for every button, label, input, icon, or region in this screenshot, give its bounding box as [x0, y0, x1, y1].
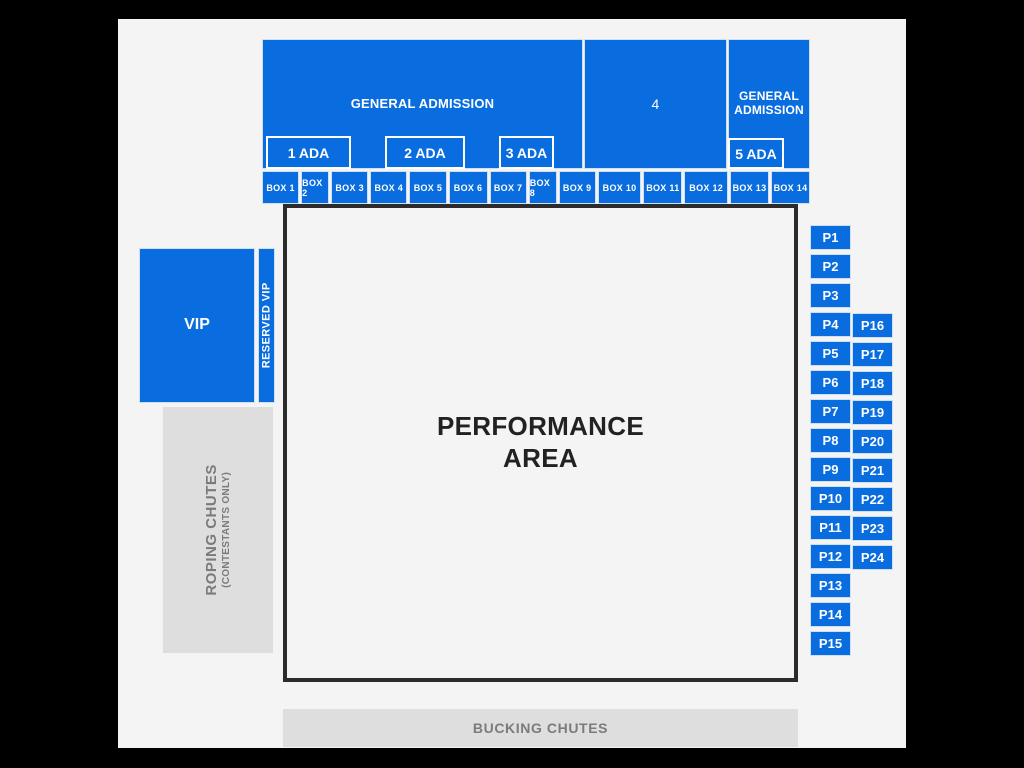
section-p20[interactable]: P20 [852, 429, 893, 454]
box-seat-label: BOX 10 [602, 182, 637, 193]
section-p7[interactable]: P7 [810, 399, 851, 424]
box-seat-label: BOX 13 [732, 182, 767, 193]
section-label: P3 [822, 288, 839, 303]
box-seat-2[interactable]: BOX 2 [301, 171, 330, 204]
section-p4[interactable]: P4 [810, 312, 851, 337]
section-label: P6 [822, 375, 839, 390]
section-label: P4 [822, 317, 839, 332]
section-p14[interactable]: P14 [810, 602, 851, 627]
section-label: P8 [822, 433, 839, 448]
box-seat-4[interactable]: BOX 4 [370, 171, 408, 204]
section-p2[interactable]: P2 [810, 254, 851, 279]
section-label: P23 [860, 521, 885, 536]
section-general-admission-right[interactable]: GENERAL ADMISSION [728, 39, 810, 169]
performance-area-label: PERFORMANCE AREA [437, 411, 644, 473]
performance-area: PERFORMANCE AREA [283, 204, 798, 682]
box-seat-11[interactable]: BOX 11 [643, 171, 683, 204]
box-seat-6[interactable]: BOX 6 [448, 171, 488, 204]
box-seat-label: BOX 12 [689, 182, 724, 193]
box-seat-label: BOX 11 [646, 182, 680, 193]
box-seat-label: BOX 8 [529, 177, 551, 198]
box-seat-10[interactable]: BOX 10 [597, 171, 642, 204]
section-p12[interactable]: P12 [810, 544, 851, 569]
box-seat-12[interactable]: BOX 12 [684, 171, 728, 204]
box-seat-8[interactable]: BOX 8 [528, 171, 557, 204]
section-5-ada[interactable]: 5 ADA [728, 138, 784, 169]
section-2-ada[interactable]: 2 ADA [385, 136, 465, 169]
roping-chutes: ROPING CHUTES (CONTESTANTS ONLY) [163, 407, 273, 653]
section-label: P22 [860, 492, 885, 507]
box-seat-label: BOX 6 [453, 182, 483, 193]
section-4[interactable]: 4 [584, 39, 727, 169]
box-seat-label: BOX 5 [413, 182, 443, 193]
section-p6[interactable]: P6 [810, 370, 851, 395]
section-p11[interactable]: P11 [810, 515, 851, 540]
section-p21[interactable]: P21 [852, 458, 893, 483]
section-p1[interactable]: P1 [810, 225, 851, 250]
section-label: P10 [818, 491, 843, 506]
section-label: P11 [819, 520, 842, 535]
section-label: P16 [860, 318, 885, 333]
section-label: P15 [818, 636, 843, 651]
reserved-vip-label: RESERVED VIP [260, 282, 273, 369]
section-p3[interactable]: P3 [810, 283, 851, 308]
top-stands-group: GENERAL ADMISSION 4 GENERAL ADMISSION 1 … [262, 39, 810, 169]
box-seat-7[interactable]: BOX 7 [489, 171, 527, 204]
section-p23[interactable]: P23 [852, 516, 893, 541]
section-reserved-vip[interactable]: RESERVED VIP [258, 248, 275, 403]
box-seat-label: BOX 14 [773, 182, 808, 193]
box-seat-9[interactable]: BOX 9 [558, 171, 596, 204]
box-seat-13[interactable]: BOX 13 [730, 171, 769, 204]
section-label: P24 [860, 550, 885, 565]
section-p15[interactable]: P15 [810, 631, 851, 656]
section-label: P20 [860, 434, 885, 449]
section-p17[interactable]: P17 [852, 342, 893, 367]
box-seat-1[interactable]: BOX 1 [262, 171, 300, 204]
section-label: P9 [822, 462, 839, 477]
section-label: P13 [818, 578, 843, 593]
box-seat-label: BOX 7 [493, 182, 523, 193]
section-label: P1 [822, 230, 839, 245]
box-seat-3[interactable]: BOX 3 [331, 171, 369, 204]
roping-chutes-sublabel: (CONTESTANTS ONLY) [221, 472, 233, 588]
section-p9[interactable]: P9 [810, 457, 851, 482]
venue-seating-map: GENERAL ADMISSION 4 GENERAL ADMISSION 1 … [118, 19, 906, 748]
section-p8[interactable]: P8 [810, 428, 851, 453]
box-seat-5[interactable]: BOX 5 [409, 171, 447, 204]
box-seat-label: BOX 4 [374, 182, 404, 193]
section-label: P14 [818, 607, 843, 622]
bucking-chutes: BUCKING CHUTES [283, 709, 798, 747]
section-label: P18 [860, 376, 885, 391]
section-label: P12 [818, 549, 843, 564]
section-p5[interactable]: P5 [810, 341, 851, 366]
section-p24[interactable]: P24 [852, 545, 893, 570]
section-label: P2 [822, 259, 839, 274]
section-p18[interactable]: P18 [852, 371, 893, 396]
section-p16[interactable]: P16 [852, 313, 893, 338]
section-label: P17 [860, 347, 885, 362]
box-seat-label: BOX 2 [302, 177, 323, 198]
roping-chutes-label: ROPING CHUTES [203, 464, 221, 596]
section-p22[interactable]: P22 [852, 487, 893, 512]
section-label: P19 [860, 405, 885, 420]
section-1-ada[interactable]: 1 ADA [266, 136, 351, 169]
section-p10[interactable]: P10 [810, 486, 851, 511]
section-label: P5 [822, 346, 839, 361]
box-seat-label: BOX 3 [335, 182, 364, 193]
box-seat-label: BOX 1 [266, 182, 295, 193]
section-p19[interactable]: P19 [852, 400, 893, 425]
section-label: P7 [822, 404, 839, 419]
section-vip[interactable]: VIP [139, 248, 255, 403]
box-seat-label: BOX 9 [562, 182, 592, 193]
section-label: P21 [860, 463, 885, 478]
box-seats-row: BOX 1 BOX 2 BOX 3 BOX 4 BOX 5 BOX 6 BOX 7 BOX 8… [262, 171, 810, 204]
roping-chutes-label-group: ROPING CHUTES (CONTESTANTS ONLY) [203, 464, 233, 596]
section-p13[interactable]: P13 [810, 573, 851, 598]
box-seat-14[interactable]: BOX 14 [771, 171, 810, 204]
section-3-ada[interactable]: 3 ADA [499, 136, 554, 169]
